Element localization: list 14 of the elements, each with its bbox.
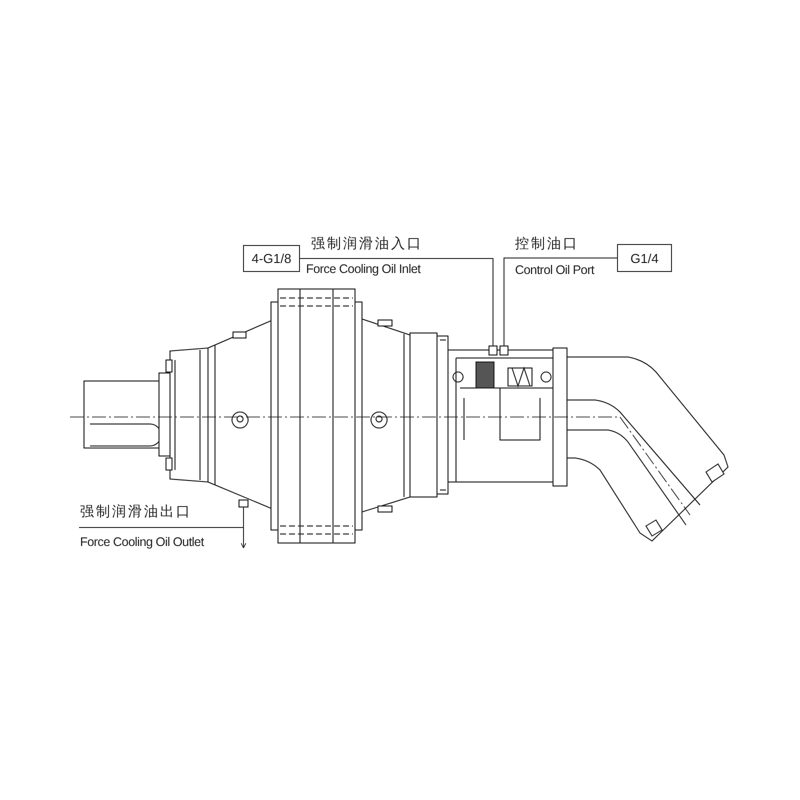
port-label: Force Cooling Oil Inlet: [306, 263, 420, 276]
port-label: 强制润滑油入口: [311, 236, 423, 250]
port-fitting: [238, 500, 248, 508]
leader-line: [300, 258, 494, 346]
port-label: 控制油口: [515, 236, 579, 250]
port-label: Force Cooling Oil Outlet: [80, 536, 204, 548]
port-fitting: [500, 346, 508, 356]
port-size-box: 4-G1/8: [243, 245, 300, 272]
leader-line: [504, 258, 618, 346]
port-size-box: G1/4: [617, 244, 672, 272]
port-label: 强制润滑油出口: [80, 504, 192, 518]
port-fitting: [488, 346, 498, 356]
port-label: Control Oil Port: [515, 264, 594, 276]
leader-line: [240, 506, 246, 548]
